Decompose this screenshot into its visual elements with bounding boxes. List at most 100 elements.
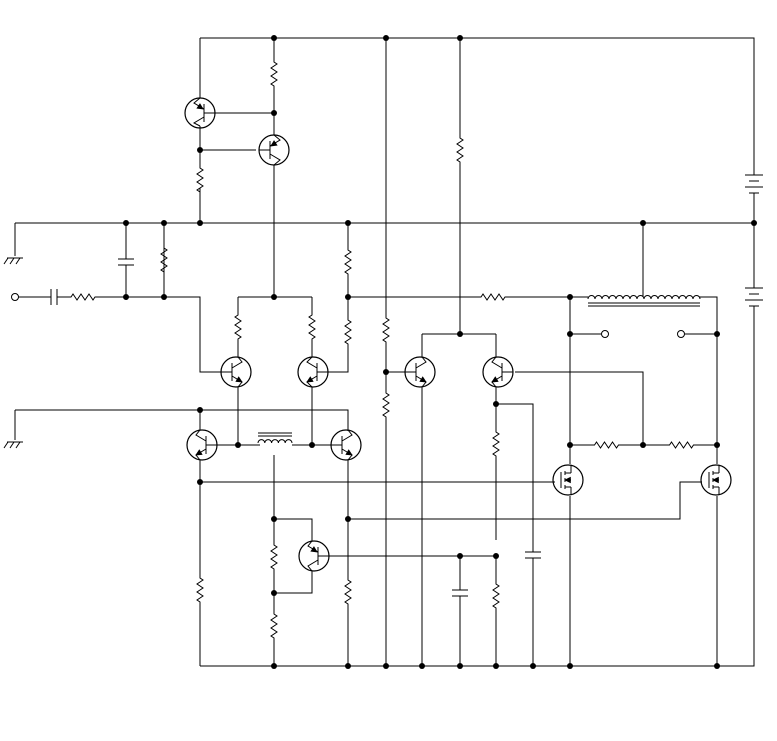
junction-dot [271,590,277,596]
junction-dot [197,407,203,413]
junction-dot [161,294,167,300]
wire [274,571,313,594]
arrowhead [195,449,203,456]
junction-dot [457,331,463,337]
resistor [196,570,204,610]
battery [745,170,763,198]
junction-dot [383,35,389,41]
junction-dot [530,663,536,669]
resistor [344,312,352,352]
wire [15,409,349,431]
battery [745,283,763,311]
components [3,56,763,646]
junction-dot [567,331,573,337]
resistor [665,441,698,449]
resistor [478,293,508,301]
resistor [382,385,390,425]
junction-dot [714,442,720,448]
wire [348,481,702,520]
junction-dot [383,369,389,375]
junction-dot [493,663,499,669]
junction-dot [197,479,203,485]
resistor [270,56,278,92]
junction-dot [567,294,573,300]
resistor [492,576,500,616]
wire [515,371,644,445]
junction-dot [640,442,646,448]
arrowhead [564,476,571,484]
terminal [601,330,609,338]
junction-dot [197,147,203,153]
arrowhead [345,449,353,456]
capacitor [118,255,134,269]
junction-dot [345,220,351,226]
wire [496,403,534,545]
junction-dot [457,35,463,41]
resistor [62,293,104,301]
wire [104,296,222,373]
junction-dot [309,442,315,448]
junction-dot [271,663,277,669]
junctions [123,35,757,669]
arrowhead [306,376,314,383]
junction-dot [751,220,757,226]
resistor [234,312,242,342]
junction-dot [419,663,425,669]
resistor [344,242,352,282]
junction-dot [640,220,646,226]
bjt-transistor [258,134,290,166]
junction-dot [457,553,463,559]
mosfet-transistor [552,464,584,496]
resistor [160,240,168,280]
terminal [677,330,685,338]
capacitor [46,289,62,305]
capacitor [452,583,468,603]
arrowhead [196,103,204,110]
bjt-transistor [298,540,330,572]
arrowhead [235,376,243,383]
wire [328,352,349,373]
resistor [382,310,390,350]
wire [699,296,718,464]
bjt-transistor [186,429,218,461]
resistor [456,130,464,170]
bjt-transistor [404,356,436,388]
bjt-transistor [330,429,362,461]
bjt-transistor [220,356,252,388]
arrowhead [270,140,278,147]
wire [200,311,755,667]
junction-dot [567,442,573,448]
terminal [11,293,19,301]
mosfet-transistor [700,464,732,496]
wires [14,37,755,667]
wire [274,518,313,541]
junction-dot [161,220,167,226]
junction-dot [271,516,277,522]
junction-dot [271,110,277,116]
resistor [308,312,316,342]
junction-dot [345,516,351,522]
junction-dot [271,35,277,41]
transformer-winding [257,432,293,444]
arrowhead [310,546,318,553]
junction-dot [345,663,351,669]
junction-dot [457,663,463,669]
junction-dot [271,294,277,300]
ground-symbol [3,257,23,265]
junction-dot [197,220,203,226]
bjt-transistor [297,356,329,388]
resistor [270,606,278,646]
resistor [270,540,278,574]
ground-symbol [3,441,23,449]
junction-dot [567,663,573,669]
bjt-transistor [184,97,216,129]
arrowhead [712,476,719,484]
wire [200,37,755,170]
junction-dot [493,553,499,559]
junction-dot [235,442,241,448]
bjt-transistor [482,356,514,388]
resistor [492,424,500,464]
arrowhead [491,376,499,383]
junction-dot [714,663,720,669]
resistor [590,441,623,449]
